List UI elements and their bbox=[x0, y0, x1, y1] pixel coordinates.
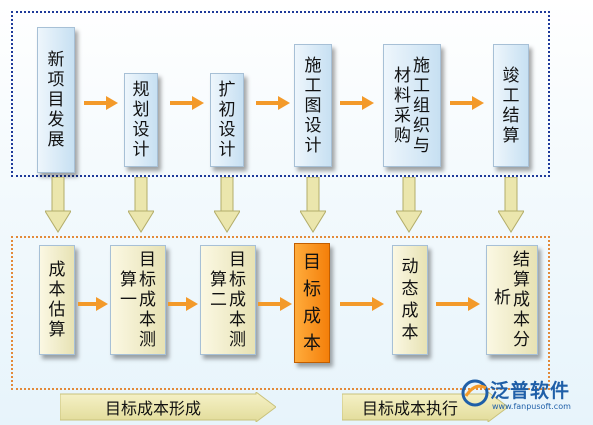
arrow-right-icon bbox=[436, 297, 480, 311]
cost-phase-frame bbox=[11, 236, 550, 390]
box-construction-drawing: 施 工 图 设 计 bbox=[294, 44, 332, 167]
box-planning-design: 规 划 设 计 bbox=[124, 73, 158, 167]
box-preliminary-design: 扩 初 设 计 bbox=[210, 73, 244, 167]
arrow-right-icon bbox=[258, 297, 292, 311]
arrow-right-icon bbox=[78, 297, 108, 311]
formation-band: 目标成本形成 bbox=[60, 392, 276, 422]
arrow-down-icon bbox=[498, 177, 524, 233]
arrow-right-icon bbox=[168, 297, 198, 311]
project-phase-frame bbox=[11, 11, 550, 177]
box-settlement-cost-analysis: 结 算 成 本 分 析 bbox=[486, 245, 538, 355]
arrow-down-icon bbox=[128, 177, 154, 233]
box-target-cost-calc-2: 目 标 成 本 测 算 二 bbox=[200, 245, 256, 355]
execution-label: 目标成本执行 bbox=[361, 399, 458, 418]
box-cost-estimate: 成 本 估 算 bbox=[39, 245, 75, 355]
arrow-right-icon bbox=[340, 297, 384, 311]
box-dynamic-cost: 动 态 成 本 bbox=[392, 245, 428, 355]
box-completion-settlement: 竣 工 结 算 bbox=[493, 44, 529, 167]
arrow-down-icon bbox=[45, 177, 71, 233]
band-arrow-icon bbox=[60, 392, 276, 422]
box-new-project: 新 项 目 发 展 bbox=[37, 27, 75, 173]
fanpu-logo-icon bbox=[461, 379, 489, 407]
arrow-down-icon bbox=[214, 177, 240, 233]
box-target-cost-calc-1: 目 标 成 本 测 算 一 bbox=[110, 245, 166, 355]
box-construction-org: 施 工 组 织 与 材 料 采 购 bbox=[383, 44, 441, 167]
arrow-down-icon bbox=[396, 177, 422, 233]
logo-name: 泛普软件 bbox=[490, 380, 571, 402]
arrow-down-icon bbox=[300, 177, 326, 233]
formation-label: 目标成本形成 bbox=[104, 399, 201, 418]
arrow-right-icon bbox=[256, 96, 290, 110]
arrow-right-icon bbox=[340, 96, 374, 110]
arrow-right-icon bbox=[170, 96, 204, 110]
box-new-project-text: 新 项 目 发 展 bbox=[47, 50, 65, 150]
logo-url: www.fanpusoft.com bbox=[492, 402, 571, 411]
arrow-right-icon bbox=[450, 96, 484, 110]
box-target-cost: 目 标 成 本 bbox=[294, 243, 330, 363]
arrow-right-icon bbox=[84, 96, 118, 110]
